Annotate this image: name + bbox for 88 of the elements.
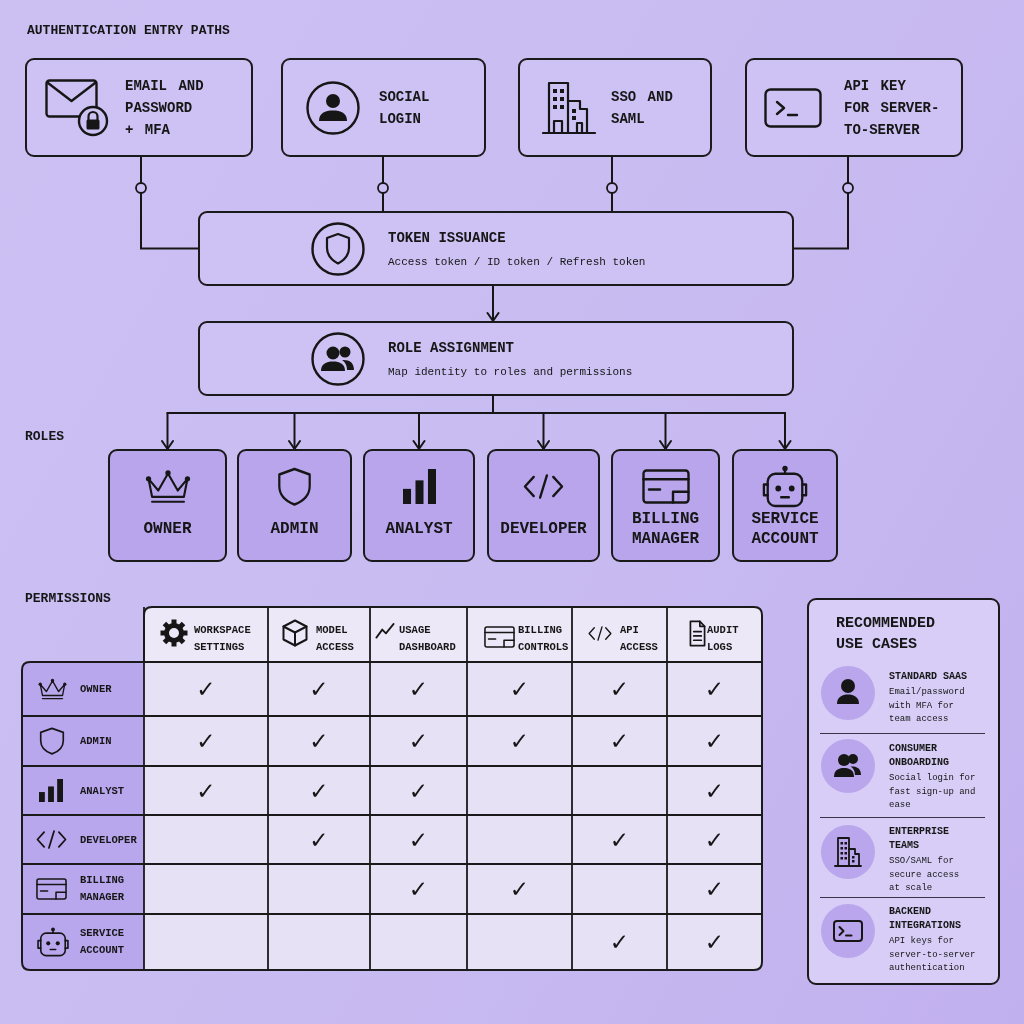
use-case-title: CONSUMER ONBOARDING bbox=[889, 742, 950, 770]
arrow bbox=[537, 412, 550, 450]
check-mark: ✓ bbox=[408, 729, 429, 753]
check-mark: ✓ bbox=[704, 930, 725, 954]
role-name: ADMIN bbox=[270, 519, 319, 539]
check-mark: ✓ bbox=[704, 877, 725, 901]
box-title: SOCIAL LOGIN bbox=[379, 87, 431, 129]
section-heading: ROLES bbox=[25, 429, 64, 445]
role-card bbox=[611, 449, 720, 562]
use-case-title: STANDARD SAAS bbox=[889, 670, 967, 684]
auth-method-card bbox=[745, 58, 963, 157]
row-header: DEVELOPER bbox=[80, 832, 137, 847]
check-mark: ✓ bbox=[408, 779, 429, 802]
check-mark: ✓ bbox=[309, 729, 329, 753]
row-header: BILLING MANAGER bbox=[80, 873, 126, 905]
check-mark: ✓ bbox=[196, 779, 216, 802]
process-box bbox=[198, 321, 794, 396]
use-case-title: ENTERPRISE TEAMS bbox=[889, 825, 950, 853]
connector-line bbox=[377, 156, 389, 212]
check-mark: ✓ bbox=[609, 828, 630, 851]
arrow bbox=[486, 285, 500, 322]
check-mark: ✓ bbox=[609, 677, 630, 701]
role-name: BILLING MANAGER bbox=[630, 509, 701, 549]
check-mark: ✓ bbox=[408, 828, 429, 851]
check-mark: ✓ bbox=[196, 729, 216, 753]
check-mark: ✓ bbox=[408, 877, 429, 901]
column-header: WORKSPACE SETTINGS bbox=[194, 622, 252, 655]
row-header: SERVICE ACCOUNT bbox=[80, 926, 126, 958]
role-name: SERVICE ACCOUNT bbox=[750, 509, 820, 549]
use-case-title: BACKEND INTEGRATIONS bbox=[889, 905, 962, 933]
box-title: TOKEN ISSUANCE bbox=[388, 228, 506, 247]
use-case-description: Email/password with MFA for team access bbox=[889, 686, 966, 726]
check-mark: ✓ bbox=[196, 677, 216, 701]
column-header: USAGE DASHBOARD bbox=[399, 622, 457, 655]
check-mark: ✓ bbox=[309, 677, 329, 701]
box-title: EMAIL AND PASSWORD + MFA bbox=[125, 76, 205, 140]
role-name: ANALYST bbox=[385, 519, 453, 539]
check-mark: ✓ bbox=[704, 729, 725, 753]
check-mark: ✓ bbox=[609, 729, 630, 753]
role-card bbox=[732, 449, 838, 562]
check-mark: ✓ bbox=[509, 877, 530, 901]
check-mark: ✓ bbox=[309, 828, 329, 851]
box-subtitle: Access token / ID token / Refresh token bbox=[388, 254, 646, 269]
arrow bbox=[288, 412, 301, 450]
section-heading: AUTHENTICATION ENTRY PATHS bbox=[27, 23, 230, 39]
check-mark: ✓ bbox=[609, 930, 630, 954]
check-mark: ✓ bbox=[704, 677, 725, 701]
column-header: API ACCESS bbox=[620, 622, 659, 655]
connector-line bbox=[166, 395, 786, 414]
column-header: MODEL ACCESS bbox=[316, 622, 355, 655]
panel-heading: RECOMMENDED USE CASES bbox=[836, 614, 936, 655]
box-title: API KEY FOR SERVER-TO-SERVER bbox=[844, 76, 941, 140]
role-card bbox=[487, 449, 600, 562]
check-mark: ✓ bbox=[509, 729, 530, 753]
connector-line bbox=[606, 156, 618, 212]
role-name: DEVELOPER bbox=[500, 519, 587, 539]
process-box bbox=[198, 211, 794, 286]
check-mark: ✓ bbox=[408, 677, 429, 701]
auth-method-card bbox=[518, 58, 712, 157]
connector-line bbox=[135, 156, 199, 250]
check-mark: ✓ bbox=[704, 828, 725, 851]
role-name: OWNER bbox=[143, 519, 192, 539]
info-panel bbox=[807, 598, 1000, 985]
box-subtitle: Map identity to roles and permissions bbox=[388, 364, 633, 379]
check-mark: ✓ bbox=[509, 677, 530, 701]
check-mark: ✓ bbox=[704, 779, 725, 802]
check-mark: ✓ bbox=[309, 779, 329, 802]
row-header: ANALYST bbox=[80, 783, 125, 798]
arrow bbox=[778, 412, 792, 450]
section-heading: PERMISSIONS bbox=[25, 591, 111, 607]
box-title: ROLE ASSIGNMENT bbox=[388, 338, 515, 357]
column-header: BILLING CONTROLS bbox=[518, 622, 570, 655]
use-case-description: API keys for server-to-server authentication bbox=[889, 935, 977, 975]
row-header: OWNER bbox=[80, 681, 112, 697]
arrow bbox=[412, 412, 426, 450]
role-card bbox=[363, 449, 475, 562]
connector-line bbox=[793, 156, 854, 250]
auth-method-card bbox=[281, 58, 486, 157]
role-card bbox=[237, 449, 352, 562]
arrow bbox=[659, 412, 672, 450]
use-case-description: SSO/SAML for secure access at scale bbox=[889, 855, 961, 895]
column-header: AUDIT LOGS bbox=[707, 622, 740, 655]
box-title: SSO AND SAML bbox=[611, 87, 674, 129]
arrow bbox=[161, 412, 174, 450]
role-card bbox=[108, 449, 227, 562]
use-case-description: Social login for fast sign-up and ease bbox=[889, 772, 977, 812]
row-header: ADMIN bbox=[80, 733, 112, 749]
auth-method-card bbox=[25, 58, 253, 157]
